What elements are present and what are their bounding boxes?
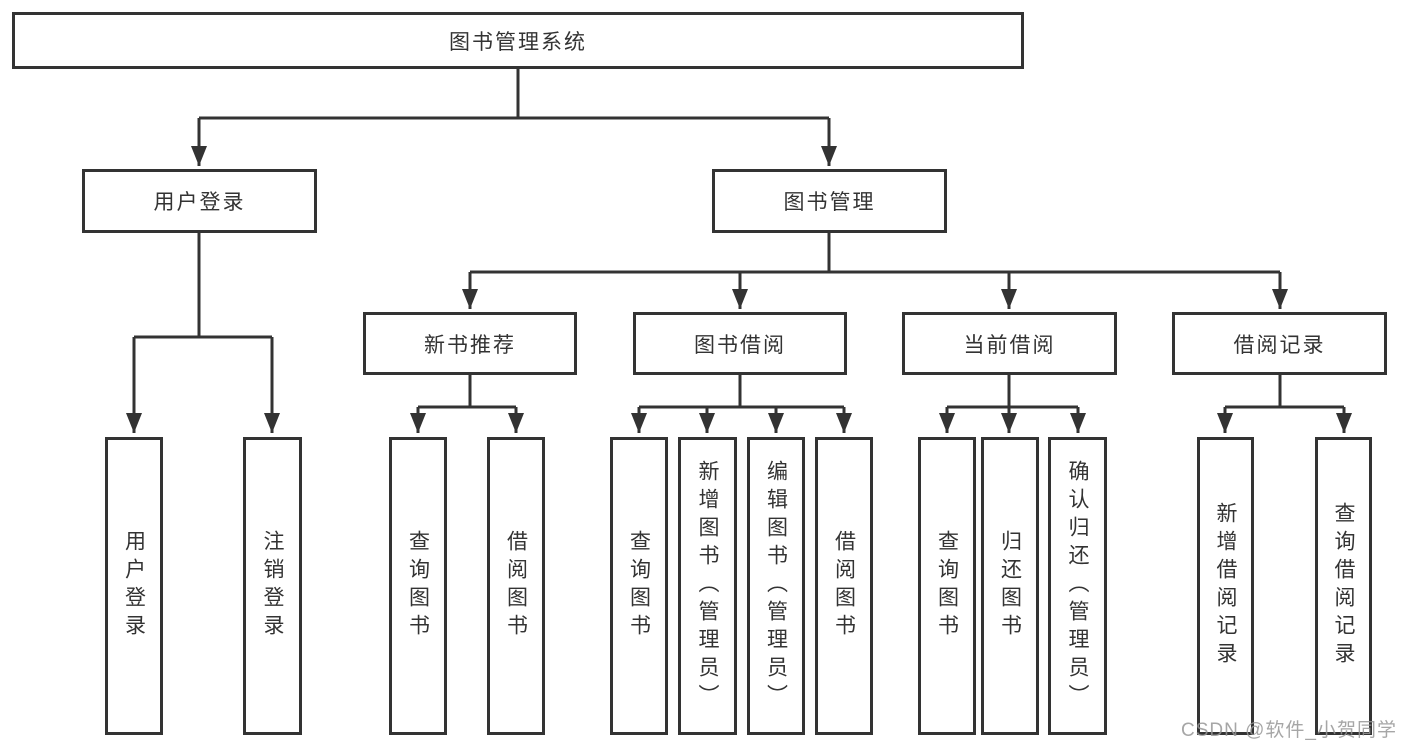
node-user-login: 用户登录 — [82, 169, 317, 233]
node-new-book-recommendation: 新书推荐 — [363, 312, 577, 375]
leaf-query-borrow-record: 查询借阅记录 — [1315, 437, 1372, 735]
leaf-query-book-recommend: 查询图书 — [389, 437, 447, 735]
leaf-edit-book-admin: 编辑图书（管理员） — [747, 437, 805, 735]
node-book-management: 图书管理 — [712, 169, 947, 233]
node-book-borrowing: 图书借阅 — [633, 312, 847, 375]
leaf-add-book-admin: 新增图书（管理员） — [678, 437, 737, 735]
leaf-return-book: 归还图书 — [981, 437, 1039, 735]
leaf-confirm-return-admin: 确认归还（管理员） — [1048, 437, 1107, 735]
node-root-system: 图书管理系统 — [12, 12, 1024, 69]
csdn-watermark: CSDN @软件_小贺同学 — [1181, 720, 1397, 741]
leaf-query-book-current: 查询图书 — [918, 437, 976, 735]
leaf-borrow-book: 借阅图书 — [815, 437, 873, 735]
leaf-add-borrow-record: 新增借阅记录 — [1197, 437, 1254, 735]
leaf-user-login: 用户登录 — [105, 437, 163, 735]
leaf-borrow-book-recommend: 借阅图书 — [487, 437, 545, 735]
leaf-logout: 注销登录 — [243, 437, 302, 735]
node-borrowing-records: 借阅记录 — [1172, 312, 1387, 375]
node-current-borrowing: 当前借阅 — [902, 312, 1117, 375]
leaf-query-book-borrowing: 查询图书 — [610, 437, 668, 735]
